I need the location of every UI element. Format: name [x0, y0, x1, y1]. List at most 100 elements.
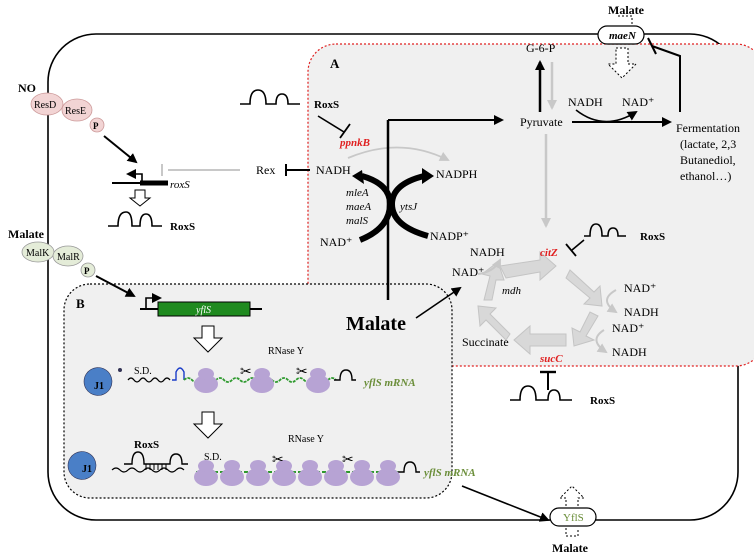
tca-right-curve-2 [595, 329, 608, 354]
resd-label: ResD [34, 100, 56, 111]
mlea-label: mleA [346, 187, 369, 199]
nad-tca-label: NAD⁺ [452, 265, 484, 279]
scissors-icon-2a: ✂ [272, 453, 284, 468]
nadh-r2-label: NADH [612, 345, 647, 359]
pyruvate-label: Pyruvate [520, 115, 563, 129]
roxs-srna-shape [108, 211, 162, 227]
fermentation-inhibits-maen [651, 45, 681, 112]
roxs-srna-bound-label: RoxS [134, 439, 159, 451]
roxs-inhibits-citz [571, 239, 585, 251]
fermentation-line-1: Fermentation [676, 121, 740, 135]
yfls-to-transporter-arrow [461, 485, 550, 522]
malr-protein [52, 245, 84, 267]
mdh-label: mdh [502, 285, 521, 297]
yfls-transporter [549, 507, 597, 527]
roxs-inhibits-citz-bar [565, 243, 577, 257]
nadh-left-label: NADH [316, 163, 351, 177]
fermentation-line-4: ethanol…) [680, 169, 731, 183]
scissors-icon-1b: ✂ [296, 365, 308, 380]
phosphate-2-label: P [84, 266, 90, 276]
nad-left-label: NAD⁺ [320, 235, 352, 249]
sd-label-2: S.D. [204, 452, 222, 463]
ppnkb-conversion-arrow [347, 146, 450, 161]
malate-import-top-dashed [618, 15, 633, 24]
roxs-inhibits-ppnkb-bar [339, 123, 351, 139]
resd-protein [30, 92, 64, 116]
g6p-label: G-6-P [526, 41, 556, 55]
maen-transporter [597, 25, 645, 45]
nadh-r1-label: NADH [624, 305, 659, 319]
ppnkb-label: ppnkB [339, 137, 370, 149]
fermentation-inhibits-maen-bar [647, 37, 657, 55]
fermentation-line-3: Butanediol, [680, 153, 736, 167]
yfls-import-dashed [558, 485, 586, 506]
rese-protein [61, 98, 93, 122]
rese-label: ResE [65, 106, 86, 117]
roxs-duplex-marks [145, 464, 167, 470]
nad-r1-label: NAD⁺ [624, 281, 656, 295]
nadh-tca-label: NADH [470, 245, 505, 259]
roxs-binding-arrow [192, 411, 224, 439]
j1-exonuclease-2 [67, 451, 110, 480]
yfls-promoter-arrow [145, 293, 162, 309]
transcription-arrow [192, 325, 224, 353]
nadp-to-nadph-curve [388, 173, 429, 239]
malate-left-label: Malate [8, 227, 45, 241]
nadp-label: NADP⁺ [430, 229, 469, 243]
fermentation-line-2: (lactate, 2,3 [680, 137, 736, 151]
j1-exonuclease-1 [83, 367, 126, 396]
resde-arrow [103, 135, 138, 164]
nadh-top-label: NADH [568, 95, 603, 109]
phosphate-2 [80, 262, 96, 278]
succ-label: sucC [539, 353, 563, 365]
roxs-top-label: RoxS [314, 99, 339, 111]
phosphate-1-label: P [93, 121, 99, 131]
j1-label-1: J1 [94, 381, 104, 392]
mrna1-label: yflS mRNA [362, 377, 416, 389]
roxs-citz-srna [584, 223, 626, 237]
ytsj-label: ytsJ [399, 201, 418, 213]
phosphate-1 [89, 117, 105, 133]
malate-to-tca-arrow [415, 286, 462, 319]
nad-r2-label: NAD⁺ [612, 321, 644, 335]
mals-label: malS [346, 215, 369, 227]
roxs-promoter-arrow [126, 169, 143, 183]
malk-label: MalK [26, 248, 50, 259]
tca-nad-curve [477, 258, 501, 275]
malate-bottom-dashed [565, 528, 579, 537]
mrna2-5-prime [111, 467, 185, 473]
nad-top-label: NAD⁺ [622, 95, 654, 109]
malate-center-label: Malate [346, 313, 406, 335]
yfls-transporter-label: YflS [563, 512, 584, 524]
j1-label-2: J1 [82, 464, 92, 475]
nadph-label: NADPH [436, 167, 478, 181]
panel-b-label: B [76, 296, 85, 311]
yfls-gene-label: yflS [195, 305, 211, 316]
sd-label-1: S.D. [134, 366, 152, 377]
malr-label: MalR [57, 252, 80, 263]
roxs-inhibits-ppnkb [317, 115, 345, 133]
roxs-srna-bound [124, 451, 188, 465]
panel-a-label: A [330, 56, 340, 71]
yfls-gene-box [157, 301, 251, 317]
mrna1-3-prime [334, 369, 356, 381]
malate-top-label: Malate [608, 3, 645, 17]
tca-right-curve-1 [606, 289, 618, 314]
no-label: NO [18, 81, 36, 95]
ribosomes-2 [194, 460, 400, 486]
malate-bottom-label: Malate [552, 541, 589, 555]
roxs-gene-label: roxS [170, 179, 190, 191]
scissors-icon-1a: ✂ [240, 365, 252, 380]
succinate-label: Succinate [462, 335, 509, 349]
malkr-arrow [95, 275, 136, 297]
roxs-citz-label: RoxS [640, 231, 665, 243]
roxs-top-srna [240, 89, 300, 105]
scissors-icon-2b: ✂ [342, 453, 354, 468]
mrna2-3-prime [398, 461, 420, 473]
mrna1-stemloop [172, 367, 185, 381]
maen-import-arrow [606, 47, 638, 79]
roxs-succ-srna [510, 385, 572, 401]
rnase-label-1: RNase Y [268, 346, 304, 357]
ribosomes-1 [194, 368, 330, 393]
